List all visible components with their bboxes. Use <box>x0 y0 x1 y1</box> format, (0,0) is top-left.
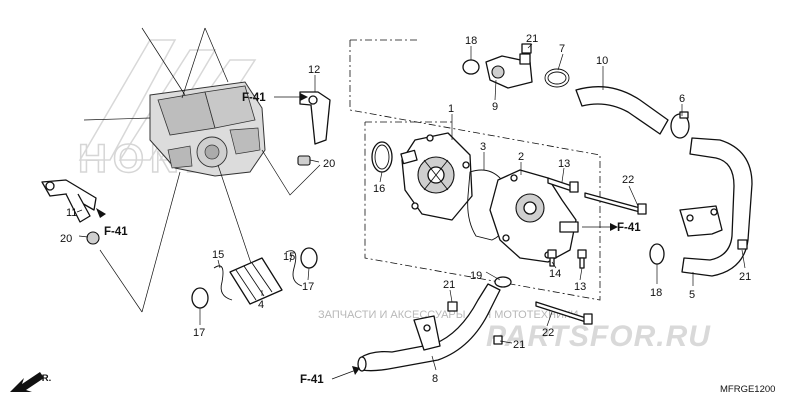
hose-5 <box>679 137 753 277</box>
callout-18-upper: 18 <box>465 35 477 47</box>
pipe-12 <box>299 91 331 145</box>
o-ring-16-inner <box>374 144 390 170</box>
clip-15-left <box>213 265 233 301</box>
callout-4: 4 <box>258 299 264 311</box>
callout-16: 16 <box>373 183 385 195</box>
callout-15-left: 15 <box>212 249 224 261</box>
bolt-14 <box>547 249 557 267</box>
callout-5: 5 <box>689 289 695 301</box>
callout-22-lower: 22 <box>542 327 554 339</box>
callout-17-right: 17 <box>302 281 314 293</box>
bolt-21-lower <box>447 301 458 312</box>
callout-18-right: 18 <box>650 287 662 299</box>
callout-leaders <box>76 43 746 371</box>
clamp-7 <box>544 68 570 88</box>
callout-2: 2 <box>518 151 524 163</box>
callout-3: 3 <box>480 141 486 153</box>
o-ring-18-upper <box>462 59 480 75</box>
o-ring-17-right <box>300 247 318 269</box>
callout-15-right: 15 <box>283 251 295 263</box>
front-direction-label: FR. <box>36 373 51 384</box>
callout-21-bottom: 21 <box>513 339 525 351</box>
bolt-21-right <box>737 239 748 250</box>
bolt-21-bottom <box>493 335 503 345</box>
bolt-21-upper <box>521 43 532 54</box>
clamp-6 <box>670 111 690 139</box>
clip-15-right <box>285 250 303 287</box>
water-pump-assembly <box>400 132 473 221</box>
watermark-caption: ЗАПЧАСТИ И АКСЕССУАРЫ ДЛЯ МОТОТЕХНИКИ <box>318 309 578 321</box>
callout-14: 14 <box>549 268 561 280</box>
front-direction-arrow: FR. <box>10 372 51 392</box>
callout-8: 8 <box>432 373 438 385</box>
bolt-13-upper <box>547 177 579 193</box>
ref-f41-upper: F-41 <box>242 92 308 104</box>
diagram-code: MFRGE1200 <box>720 384 775 395</box>
fitting-9 <box>485 53 533 89</box>
hose-4 <box>229 257 283 305</box>
callout-10: 10 <box>596 55 608 67</box>
seal-20-lower <box>86 231 100 245</box>
svg-text:F-41: F-41 <box>617 222 641 234</box>
ref-f41-left: F-41 <box>96 208 128 238</box>
o-ring-17-left <box>191 287 209 309</box>
callout-11: 11 <box>66 207 77 219</box>
callout-22-upper: 22 <box>622 174 634 186</box>
bolt-13-lower <box>577 249 587 269</box>
seal-20-upper <box>297 155 311 166</box>
svg-text:F-41: F-41 <box>104 226 128 238</box>
callout-21-upper: 21 <box>526 33 538 45</box>
callout-1: 1 <box>448 103 454 115</box>
bolt-22-lower <box>535 301 593 325</box>
callout-17-left: 17 <box>193 327 205 339</box>
clamp-7-inner <box>547 71 567 85</box>
pipe-8 <box>357 283 501 372</box>
callout-labels: 1 2 3 4 5 6 7 8 9 10 11 12 13 13 14 15 1… <box>60 33 751 385</box>
water-pump-group-frame <box>349 40 601 301</box>
engine-illustration <box>149 81 266 177</box>
callout-9: 9 <box>492 101 498 113</box>
pipe-11 <box>41 179 97 223</box>
bolt-22-upper <box>584 192 647 215</box>
callout-20-upper: 20 <box>323 158 335 170</box>
ref-f41-right: F-41 <box>582 222 641 234</box>
o-ring-18-right <box>649 243 665 265</box>
callout-13-upper: 13 <box>558 158 570 170</box>
callout-6: 6 <box>679 93 685 105</box>
ref-f41-bottom: F-41 <box>300 366 360 386</box>
callout-7: 7 <box>559 43 565 55</box>
callout-12: 12 <box>308 64 320 76</box>
pump-cover-2 <box>489 169 579 263</box>
callout-19: 19 <box>470 270 482 282</box>
callout-21-lower: 21 <box>443 279 455 291</box>
callout-13-lower: 13 <box>574 281 586 293</box>
callout-20-lower: 20 <box>60 233 72 245</box>
callout-21-right: 21 <box>739 271 751 283</box>
svg-text:F-41: F-41 <box>300 374 324 386</box>
svg-text:F-41: F-41 <box>242 92 266 104</box>
watermark-brand: PARTSFOR.RU <box>486 320 711 353</box>
hose-10 <box>575 86 669 135</box>
